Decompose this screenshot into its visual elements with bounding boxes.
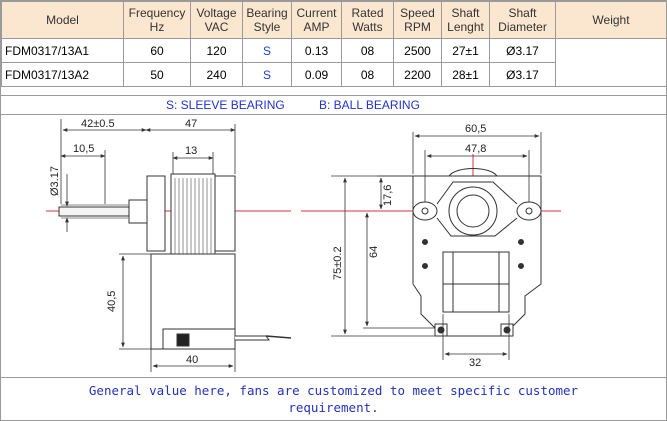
cell-speed: 2500	[393, 38, 442, 63]
dim-label: 13	[185, 145, 197, 157]
dim-label: 60,5	[465, 123, 486, 135]
table-row: FDM0317/13A1 60 120 S 0.13 08 2500 27±1 …	[1, 38, 667, 87]
cell-bearing: S	[242, 38, 292, 63]
cell-current: 0.09	[291, 62, 342, 87]
cell-frequency: 50	[123, 62, 191, 87]
cell-bearing: S	[242, 62, 292, 87]
legend-sleeve: S: SLEEVE BEARING	[166, 98, 285, 112]
cell-shaft-diameter: Ø3.17	[489, 62, 556, 87]
dim-label: Ø3.17	[49, 166, 61, 196]
cell-rated: 08	[341, 62, 394, 87]
note-line: General value here, fans are customized …	[88, 383, 579, 398]
side-dim-labels: 42±0.5 47 10,5 13 Ø3.17 40,5 40	[49, 118, 198, 366]
dim-label: 17,6	[382, 185, 394, 206]
header-weight: Weight	[555, 1, 667, 39]
cell-voltage: 240	[190, 62, 243, 87]
cell-shaft-diameter: Ø3.17	[489, 38, 556, 63]
bearing-legend: S: SLEEVE BEARING B: BALL BEARING	[1, 95, 666, 115]
table-row: FDM0317/13A2 50 240 S 0.09 08 2200 28±1 …	[1, 62, 667, 87]
cell-shaft-length: 28±1	[441, 62, 490, 87]
dim-label: 42±0.5	[81, 118, 115, 130]
front-dimensions	[331, 132, 542, 360]
side-dimensions	[60, 119, 236, 372]
dim-label: 47,8	[465, 143, 486, 155]
legend-ball: B: BALL BEARING	[319, 98, 420, 112]
dim-label: 10,5	[73, 143, 94, 155]
cell-model: FDM0317/13A1	[1, 38, 124, 63]
front-dim-labels: 60,5 47,8 17,6 64 75±0.2 32	[332, 123, 486, 369]
cell-frequency: 60	[123, 38, 191, 63]
cell-model: FDM0317/13A2	[1, 62, 124, 87]
motor-drawing: 42±0.5 47 10,5 13 Ø3.17 40,5 40	[46, 118, 561, 372]
cell-rated: 08	[341, 38, 394, 63]
cell-weight	[555, 38, 667, 87]
dim-label: 32	[469, 357, 481, 369]
cell-speed: 2200	[393, 62, 442, 87]
dim-label: 40,5	[106, 291, 118, 312]
cell-voltage: 120	[190, 38, 243, 63]
note-line: requirement.	[288, 400, 379, 415]
dim-label: 75±0.2	[332, 246, 344, 280]
cell-current: 0.13	[291, 38, 342, 63]
header-model: Model	[1, 1, 124, 39]
cell-shaft-length: 27±1	[441, 38, 490, 63]
side-view	[46, 173, 292, 350]
dim-label: 47	[185, 118, 197, 130]
front-view	[301, 154, 561, 337]
dim-label: 40	[186, 354, 198, 366]
dim-label: 64	[368, 246, 380, 258]
customization-note: General value here, fans are customized …	[1, 377, 666, 420]
